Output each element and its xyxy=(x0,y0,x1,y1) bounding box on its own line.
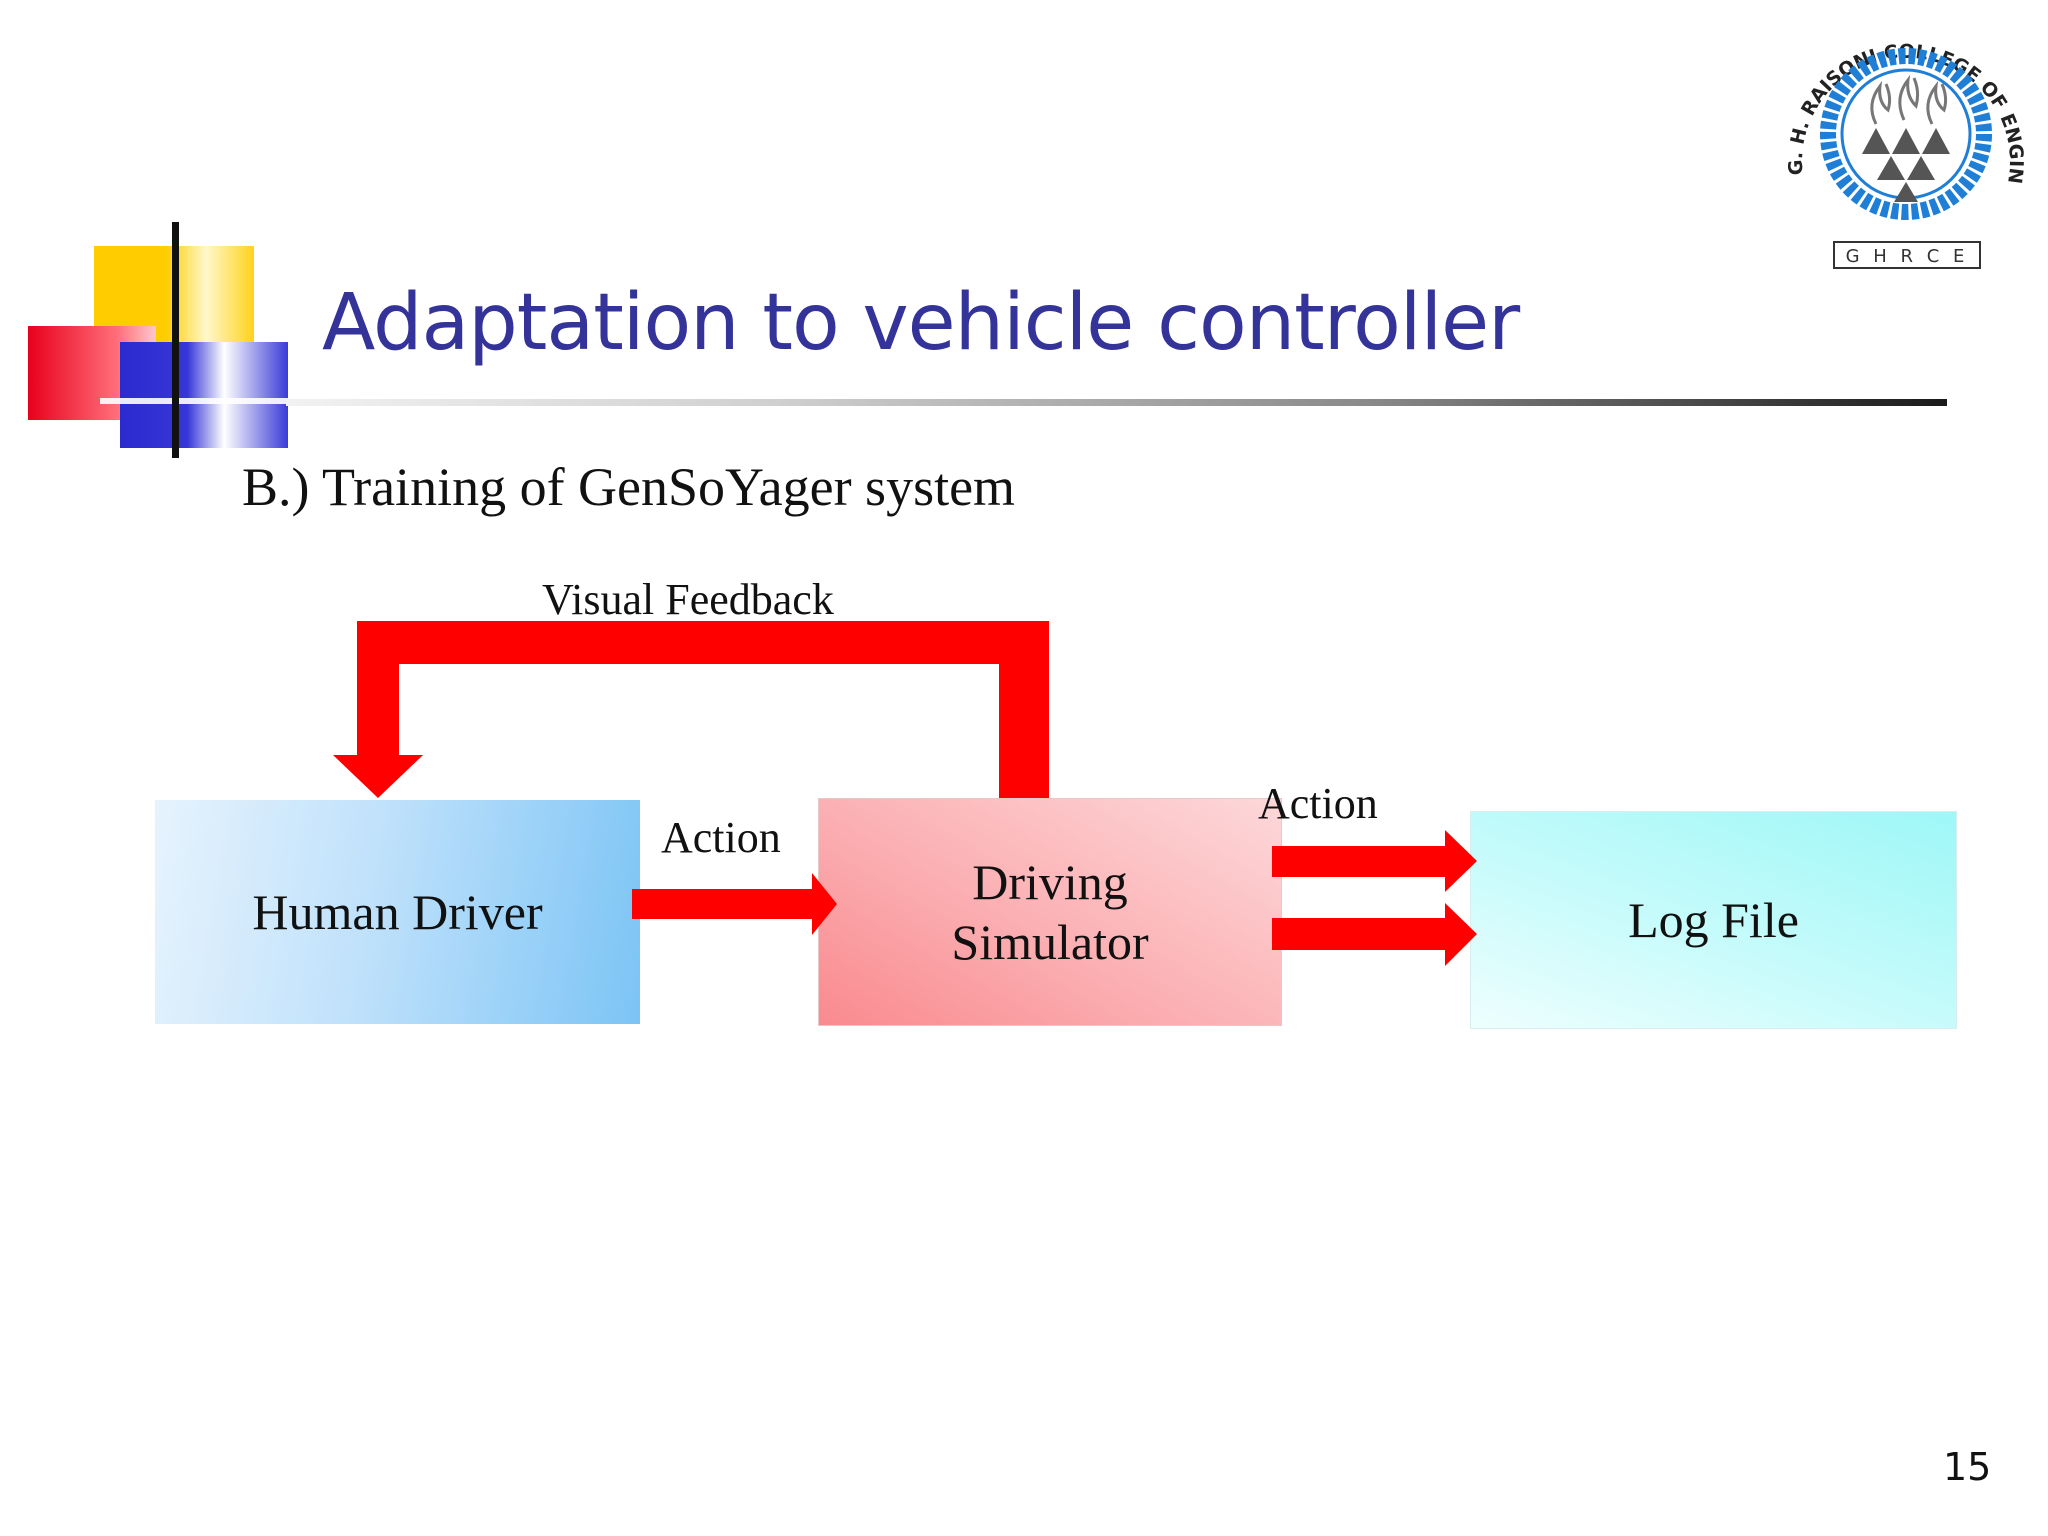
title-underline-rule xyxy=(286,399,1947,406)
decor-white-bar xyxy=(100,398,290,404)
action-arrow-to-log-bottom xyxy=(1272,903,1477,966)
logo-abbreviation: G H R C E xyxy=(1846,246,1969,267)
logo-triangle-icon xyxy=(1892,128,1920,154)
action-arrow-to-log-top xyxy=(1272,830,1477,892)
driving-simulator-label: Driving Simulator xyxy=(951,852,1148,972)
logo-triangle-icon xyxy=(1862,128,1890,154)
driving-simulator-label-line1: Driving xyxy=(972,854,1128,910)
slide-subtitle: B.) Training of GenSoYager system xyxy=(242,457,1016,517)
action-label-to-simulator: Action xyxy=(661,813,781,862)
logo-flame-icon xyxy=(1870,80,1892,125)
visual-feedback-arrow xyxy=(333,621,1049,798)
human-driver-box: Human Driver xyxy=(155,800,640,1024)
logo-flame-icon xyxy=(1926,80,1948,125)
action-arrow-to-simulator xyxy=(632,873,837,935)
college-logo: G. H. RAISONI COLLEGE OF ENGINEERING G H… xyxy=(1776,4,2027,269)
logo-flame-icon xyxy=(1898,74,1920,121)
log-file-box: Log File xyxy=(1470,811,1957,1029)
human-driver-label: Human Driver xyxy=(252,884,543,940)
decor-blue-square xyxy=(120,342,288,448)
log-file-label: Log File xyxy=(1628,892,1799,948)
page-number: 15 xyxy=(1943,1445,1992,1489)
slide-title: Adaptation to vehicle controller xyxy=(322,278,1520,368)
logo-triangle-icon xyxy=(1894,182,1918,202)
visual-feedback-label: Visual Feedback xyxy=(542,575,834,624)
logo-triangle-icon xyxy=(1922,128,1950,154)
logo-triangle-icon xyxy=(1877,156,1905,180)
logo-abbrev-box xyxy=(1833,241,1981,269)
logo-gear-ring xyxy=(1820,48,1992,220)
driving-simulator-label-line2: Simulator xyxy=(951,914,1149,970)
logo-triangle-icon xyxy=(1907,156,1935,180)
driving-simulator-box: Driving Simulator xyxy=(818,798,1282,1026)
decor-vertical-line xyxy=(172,222,179,458)
action-label-to-log: Action xyxy=(1258,779,1378,828)
